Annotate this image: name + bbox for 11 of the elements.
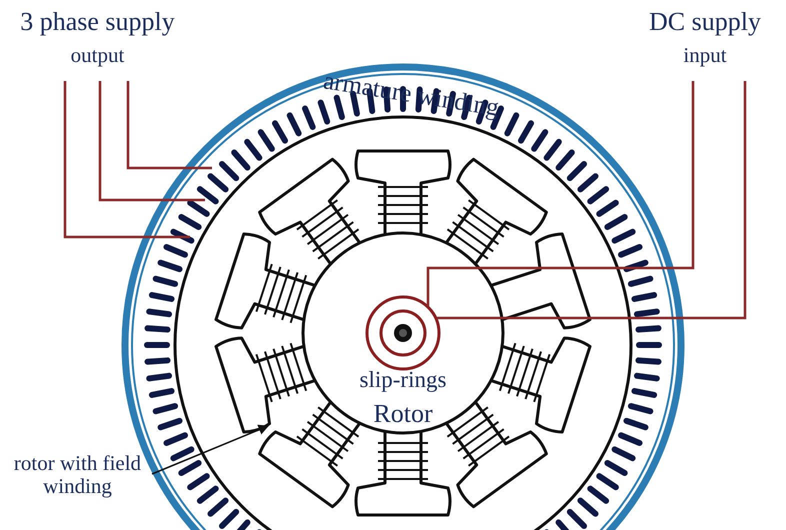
winding-label: armature winding xyxy=(320,66,502,124)
wire xyxy=(126,81,212,170)
supply-label: 3 phase supply xyxy=(19,8,176,37)
wire xyxy=(64,81,190,238)
callout-label: rotor with field winding xyxy=(12,452,142,498)
output-label: output xyxy=(70,44,126,68)
wire xyxy=(426,81,694,306)
wire xyxy=(98,81,205,202)
wire xyxy=(437,81,746,320)
input-label: input xyxy=(682,44,728,68)
supply-label: DC supply xyxy=(648,8,762,37)
